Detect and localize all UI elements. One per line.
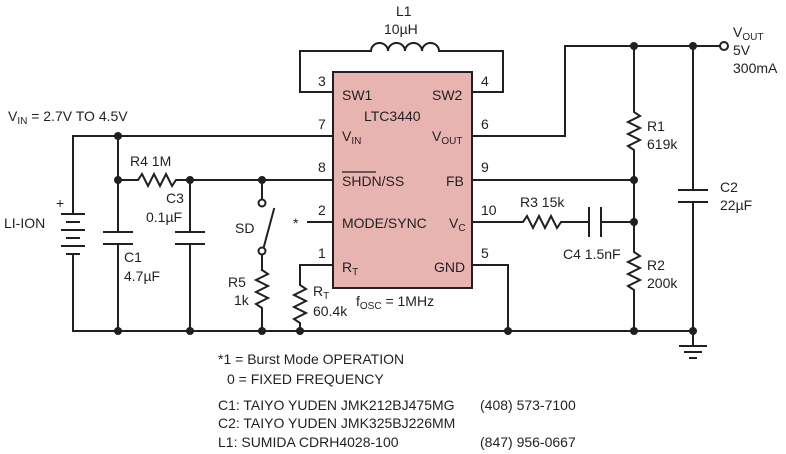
pin-sw1-num: 3 [318, 73, 326, 89]
pin-fb-label: FB [446, 173, 464, 189]
part-c1-phone: (408) 573-7100 [480, 397, 576, 413]
c4-label: C4 1.5nF [563, 246, 621, 262]
pin-sw2-num: 4 [481, 73, 489, 89]
pin-vin-label: VIN [342, 128, 361, 147]
switch-label: SD [235, 220, 254, 236]
note-mode-1: *1 = Burst Mode OPERATION [218, 351, 404, 367]
ic-body [332, 71, 473, 289]
vin-label: VIN = 2.7V TO 4.5V [8, 108, 128, 127]
junction-r4-left [114, 176, 122, 184]
pin-gnd-label: GND [434, 259, 465, 275]
r1-value: 619k [647, 136, 678, 152]
capacitor-c3 [175, 179, 205, 332]
note-mode-0: 0 = FIXED FREQUENCY [227, 371, 384, 387]
rt-value: 60.4k [313, 303, 348, 319]
pin-vout-label: VOUT [432, 128, 462, 147]
part-c1: C1: TAIYO YUDEN JMK212BJ475MG [218, 397, 455, 413]
pin-rt-label: RT [342, 259, 358, 278]
part-l1-phone: (847) 956-0667 [480, 434, 576, 450]
resistor-r2 [625, 221, 643, 332]
battery-label: LI-ION [4, 215, 45, 231]
l1-name: L1 [396, 3, 412, 19]
switch-contact-bottom [257, 246, 267, 256]
part-c2: C2: TAIYO YUDEN JMK325BJ226MM [218, 415, 455, 431]
resistor-r5 [253, 268, 271, 332]
vout-terminal [719, 41, 729, 51]
vout-label: VOUT [733, 24, 763, 43]
vout-voltage: 5V [733, 42, 751, 58]
mode-marker: * [293, 215, 299, 231]
c3-value: 0.1µF [146, 209, 182, 225]
inductor-l1 [299, 42, 504, 93]
pin-vc-label: VC [449, 215, 466, 234]
resistor-r1 [625, 45, 643, 181]
pin-rt-num: 1 [318, 245, 326, 261]
battery-plus: + [56, 195, 64, 211]
r4-label: R4 1M [130, 153, 171, 169]
wire-vout [471, 45, 721, 137]
l1-value: 10µH [384, 21, 418, 37]
pin-sw2-label: SW2 [432, 87, 463, 103]
pin-shdn-label: SHDN/SS [342, 173, 404, 189]
r3-label: R3 15k [520, 194, 565, 210]
pin-vout-num: 6 [481, 116, 489, 132]
pin-vin-num: 7 [318, 116, 326, 132]
pin-vc-num: 10 [481, 202, 497, 218]
r5-name: R5 [228, 274, 246, 290]
fosc-label: fOSC = 1MHz [356, 293, 434, 312]
resistor-r3 [471, 213, 590, 231]
battery [61, 135, 85, 332]
r2-value: 200k [647, 275, 678, 291]
pin-sw1-label: SW1 [342, 87, 373, 103]
resistor-rt [291, 264, 334, 332]
junction-gnd-r2 [630, 327, 638, 335]
vout-current: 300mA [733, 60, 778, 76]
r2-name: R2 [647, 257, 665, 273]
c1-value: 4.7µF [124, 268, 160, 284]
c3-name: C3 [166, 190, 184, 206]
capacitor-c4 [588, 207, 635, 237]
part-l1: L1: SUMIDA CDRH4028-100 [218, 434, 399, 450]
wire-gnd [471, 264, 509, 332]
switch-sd [261, 179, 276, 271]
pin-shdn-num: 8 [318, 159, 326, 175]
r1-name: R1 [647, 118, 665, 134]
pin-gnd-num: 5 [481, 245, 489, 261]
switch-contact-top [257, 198, 267, 208]
pin-fb-num: 9 [481, 159, 489, 175]
c1-name: C1 [124, 249, 142, 265]
c2-value: 22µF [720, 197, 752, 213]
resistor-r4 [117, 135, 334, 189]
ic-name: LTC3440 [364, 108, 421, 124]
ground-symbol [679, 330, 707, 359]
r5-value: 1k [234, 292, 250, 308]
c2-name: C2 [720, 179, 738, 195]
junction-gnd-ic [504, 327, 512, 335]
capacitor-c2 [678, 45, 708, 332]
pin-mode-label: MODE/SYNC [342, 215, 427, 231]
pin-mode-num: 2 [318, 202, 326, 218]
rt-name: RT [313, 283, 329, 302]
